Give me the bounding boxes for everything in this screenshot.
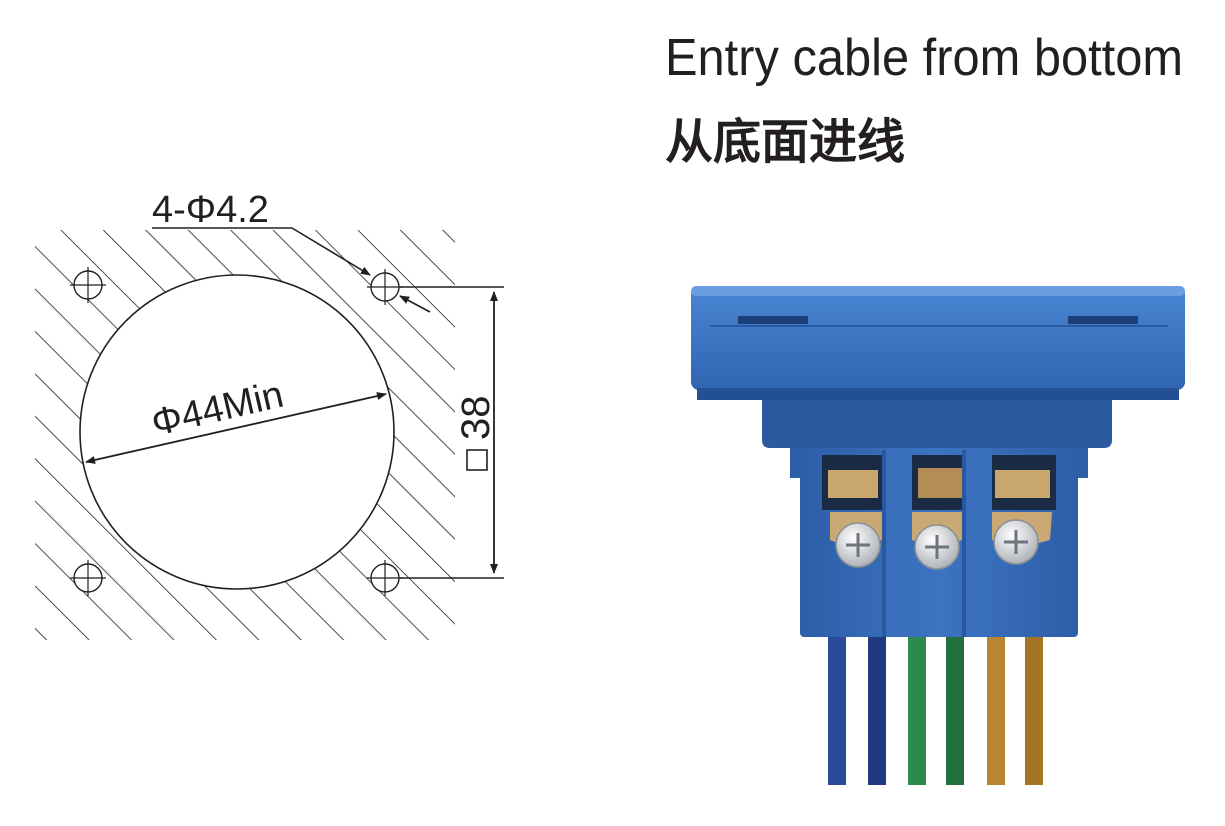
cutout-diameter-line <box>85 392 387 464</box>
hole-callout-leader <box>152 227 431 313</box>
square-symbol <box>466 449 488 471</box>
screw-terminal-icon <box>835 522 881 568</box>
panel-cutout-drawing: 4-Φ4.2 Φ44Min 38 <box>35 189 504 640</box>
rib-left <box>882 450 912 637</box>
cap-slot-left <box>738 316 808 324</box>
mounting-hole-bottom-right <box>367 560 403 596</box>
mounting-hole-bottom-left <box>70 560 106 596</box>
socket-illustration <box>691 286 1185 785</box>
wire-blue-2 <box>868 635 886 785</box>
wire-bundle <box>828 635 1043 785</box>
wire-brown-1 <box>987 635 1005 785</box>
wire-brown-2 <box>1025 635 1043 785</box>
title-english: Entry cable from bottom <box>665 29 1183 87</box>
socket-neck <box>762 400 1112 448</box>
mounting-hole-top-left <box>70 267 106 303</box>
rib-right <box>962 450 992 637</box>
spacing-dimension <box>400 286 504 579</box>
wire-green-2 <box>946 635 964 785</box>
spacing-label: 38 <box>454 396 498 441</box>
spacing-value-text: 38 <box>454 396 498 441</box>
mounting-hole-top-right <box>367 269 403 305</box>
socket-cap <box>691 286 1185 390</box>
cutout-circle <box>79 274 395 590</box>
title-chinese: 从底面进线 <box>665 114 905 170</box>
hole-callout-text: 4-Φ4.2 <box>152 189 269 231</box>
screw-terminal-icon <box>993 519 1039 565</box>
screw-terminal-icon <box>914 524 960 570</box>
wire-green-1 <box>908 635 926 785</box>
wire-blue-1 <box>828 635 846 785</box>
cap-slot-right <box>1068 316 1138 324</box>
